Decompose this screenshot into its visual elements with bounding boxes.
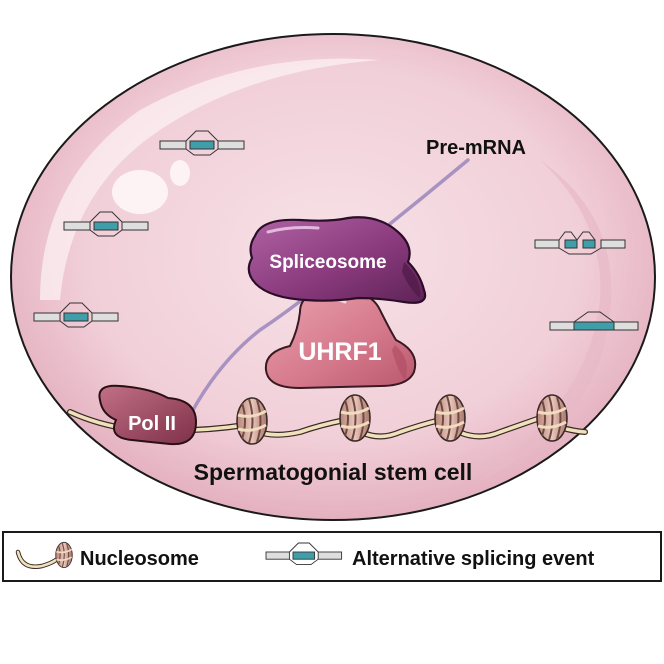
spliceosome-complex: Spliceosome bbox=[247, 216, 427, 304]
legend-nucleosome-label: Nucleosome bbox=[80, 548, 199, 570]
highlight-bubble bbox=[112, 170, 168, 214]
legend-splicing-label: Alternative splicing event bbox=[352, 548, 595, 570]
spliceosome-label: Spliceosome bbox=[269, 252, 386, 273]
pol-ii-complex: Pol II bbox=[98, 384, 198, 446]
pre-mrna-label: Pre-mRNA bbox=[426, 137, 526, 159]
nucleosome bbox=[338, 393, 372, 443]
uhrf1-label: UHRF1 bbox=[298, 338, 381, 366]
legend: Nucleosome Alternative splicing event bbox=[2, 531, 662, 582]
nucleosome bbox=[433, 393, 467, 443]
highlight-bubble bbox=[170, 160, 190, 186]
nucleosome bbox=[535, 393, 569, 443]
pol-ii-label: Pol II bbox=[128, 413, 176, 435]
nucleosome bbox=[235, 396, 269, 446]
cell-label: Spermatogonial stem cell bbox=[194, 459, 473, 485]
legend-nucleosome-icon bbox=[15, 541, 74, 569]
